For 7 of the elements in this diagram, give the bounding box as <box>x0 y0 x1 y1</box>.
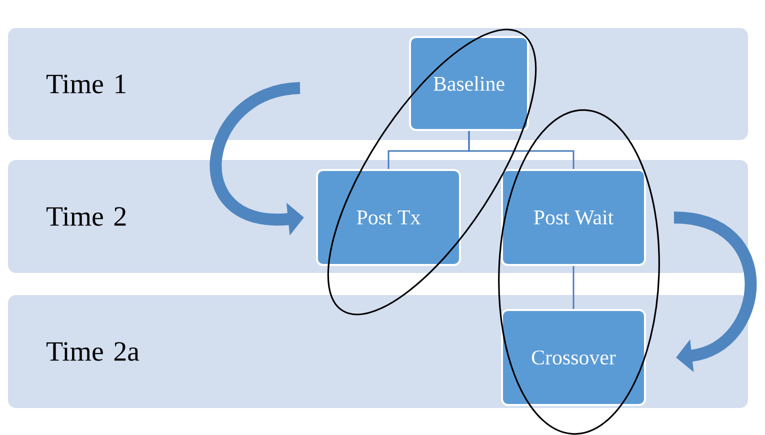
curved-arrow <box>673 212 757 372</box>
connector-line <box>468 131 574 169</box>
connector-line <box>572 266 574 309</box>
process-box: Post Tx <box>316 169 461 266</box>
process-box: Crossover <box>501 309 646 406</box>
process-box: Post Wait <box>501 169 646 266</box>
process-box: Baseline <box>409 36 529 131</box>
